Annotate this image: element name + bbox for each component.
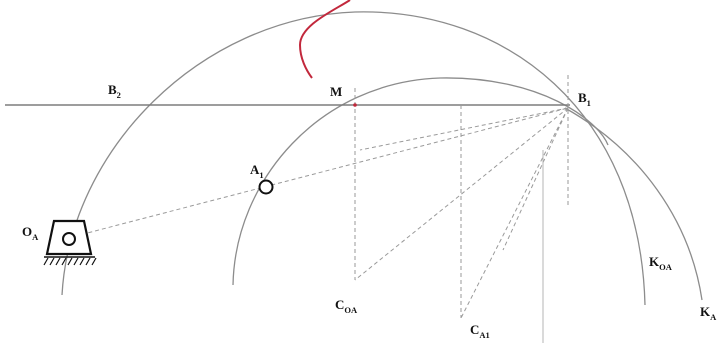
coupler-curve [298,0,351,79]
dash-b1-ca1 [460,107,569,319]
label-koa: KOA [649,254,673,272]
dash-b1-m [359,107,569,151]
outer-arc [61,11,646,306]
fixed-pivot-support-icon [43,219,97,266]
ka-arc [564,107,703,301]
label-b2: B2 [108,82,121,100]
label-b1: B1 [578,90,591,108]
label-a1: A1 [250,162,264,180]
dash-oa-b1 [67,107,569,239]
label-m: M [330,84,342,99]
label-ka: KA [700,304,717,322]
joint-circle-icon [258,179,274,195]
point-m-marker [353,103,357,107]
label-ca1: CA1 [470,322,490,340]
inner-arc [232,77,609,286]
label-coa: COA [335,297,358,315]
label-oa: OA [22,224,39,242]
dash-b1-coa [354,107,569,281]
dash-b1-a [502,107,569,251]
